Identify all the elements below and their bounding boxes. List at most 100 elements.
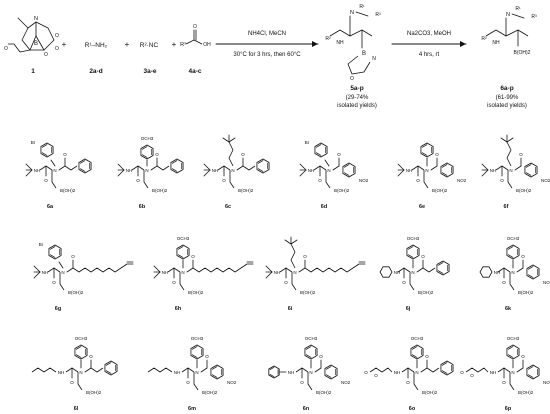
ring-double-bond bbox=[527, 374, 534, 378]
ring-outline bbox=[268, 365, 280, 379]
nitrogen-label: N bbox=[293, 270, 296, 275]
reactant-2-formula: R¹–NH₂ bbox=[85, 42, 108, 49]
glycinate-chain bbox=[369, 367, 393, 373]
oxygen-label: O bbox=[52, 280, 56, 285]
ring-double-bond bbox=[269, 373, 275, 378]
ring-double-bond bbox=[407, 254, 414, 258]
ring-outline bbox=[342, 162, 356, 178]
ring-outline bbox=[304, 344, 318, 360]
ring-outline bbox=[40, 142, 54, 158]
compound-label-6o: 6o bbox=[409, 406, 416, 412]
ring-double-bond bbox=[257, 160, 264, 164]
n-aryl-bond bbox=[50, 159, 56, 167]
bromophenyl-ring bbox=[314, 142, 328, 158]
dimethylbutyl-chain bbox=[506, 141, 512, 167]
arrow-head bbox=[460, 41, 466, 47]
methoxy-label: OCH3 bbox=[75, 336, 88, 341]
nh-label: NH bbox=[288, 370, 295, 375]
oxygen-label: O bbox=[300, 380, 304, 385]
ring-double-bond bbox=[527, 366, 534, 370]
oxygen-label: O bbox=[421, 254, 425, 259]
methoxy-label: OCH3 bbox=[191, 336, 204, 341]
boron-chain bbox=[423, 170, 429, 189]
boronic-acid-label: B(OH)2 bbox=[300, 290, 316, 295]
ring-double-bond bbox=[141, 146, 148, 150]
tbu-bond bbox=[481, 169, 489, 177]
acyl-bond bbox=[416, 267, 424, 273]
ring-double-bond bbox=[75, 346, 82, 350]
acyl-bond bbox=[200, 367, 208, 373]
aldehyde-chain bbox=[8, 43, 31, 53]
bromophenyl-ring bbox=[48, 244, 62, 260]
r3-label: R³ bbox=[375, 12, 381, 18]
nitrogen-label: N bbox=[181, 270, 184, 275]
methoxy-label: OCH3 bbox=[411, 336, 424, 341]
compound-label-6f: 6f bbox=[504, 204, 509, 210]
boronic-acid-label: B(OH)2 bbox=[418, 290, 434, 295]
step1-conditions: 30°C for 3 hrs, then 60°C bbox=[233, 52, 301, 58]
nitrogen-label: N bbox=[53, 168, 56, 173]
boron-chain bbox=[77, 372, 83, 391]
tbu-bond bbox=[153, 265, 161, 273]
ring-double-bond bbox=[437, 262, 444, 266]
ring-double-bond bbox=[421, 144, 428, 148]
nitrogen-label: N bbox=[372, 56, 376, 62]
methoxy-label: OCH3 bbox=[507, 336, 520, 341]
compound-label-6p: 6p bbox=[505, 406, 512, 412]
step2-conditions: 4 hrs, rt bbox=[419, 52, 440, 58]
compound-id-4: 4a-c bbox=[188, 68, 201, 75]
methoxy-label: OCH3 bbox=[507, 236, 520, 241]
boronic-acid-label: B(OH)2 bbox=[518, 290, 534, 295]
vinyl-chain bbox=[426, 367, 440, 373]
acyl-bond bbox=[150, 165, 158, 171]
oxygen-label: O bbox=[470, 373, 474, 378]
methoxybenzyl-ring bbox=[506, 344, 520, 360]
bromine-label: Br bbox=[39, 242, 44, 247]
nh-label: NH bbox=[212, 168, 219, 173]
boron-chain bbox=[143, 170, 149, 189]
glycinate-chain bbox=[465, 367, 489, 373]
ring-double-bond bbox=[315, 144, 322, 148]
ring-double-bond bbox=[257, 168, 264, 172]
product-6-yield-note: isolated yields) bbox=[487, 103, 527, 109]
ring-outline bbox=[526, 364, 540, 380]
nh-label: NH bbox=[308, 168, 315, 173]
oxygen-label: O bbox=[350, 76, 354, 82]
methoxybenzyl-ring bbox=[176, 244, 190, 260]
oxygen-label: O bbox=[521, 354, 525, 359]
ring-double-bond bbox=[441, 370, 448, 374]
tbu-bond bbox=[117, 163, 125, 171]
methyl-bond bbox=[222, 137, 230, 143]
compound-label-6d: 6d bbox=[321, 204, 327, 210]
r1-label: R¹ bbox=[359, 4, 365, 10]
nitrogen-label: N bbox=[327, 168, 330, 173]
nh-label: NH bbox=[336, 40, 344, 46]
ring-double-bond bbox=[41, 144, 48, 148]
boronic-acid-label: B(OH)2 bbox=[238, 188, 254, 193]
oxygen-label: O bbox=[519, 152, 523, 157]
oxygen-label: O bbox=[374, 373, 378, 378]
oxygen-label: O bbox=[191, 254, 195, 259]
methyl-bond bbox=[500, 137, 508, 143]
n-aryl-bond bbox=[58, 261, 64, 269]
oxygen-label: O bbox=[406, 380, 410, 385]
ring-double-bond bbox=[171, 168, 178, 172]
compound-label-6l: 6l bbox=[74, 406, 79, 412]
boronic-acid-label: B(OH)2 bbox=[316, 390, 332, 395]
tbu-bond bbox=[25, 163, 33, 171]
phenyl-ring bbox=[104, 360, 118, 376]
acyl-bond bbox=[314, 367, 322, 373]
methoxy-label: OCH3 bbox=[407, 236, 420, 241]
boron-chain bbox=[507, 170, 513, 189]
oxygen-label: O bbox=[155, 152, 159, 157]
ring-double-bond bbox=[49, 246, 56, 250]
hydroxyl-label: OH bbox=[203, 42, 211, 48]
vinyl-chain bbox=[90, 367, 104, 373]
